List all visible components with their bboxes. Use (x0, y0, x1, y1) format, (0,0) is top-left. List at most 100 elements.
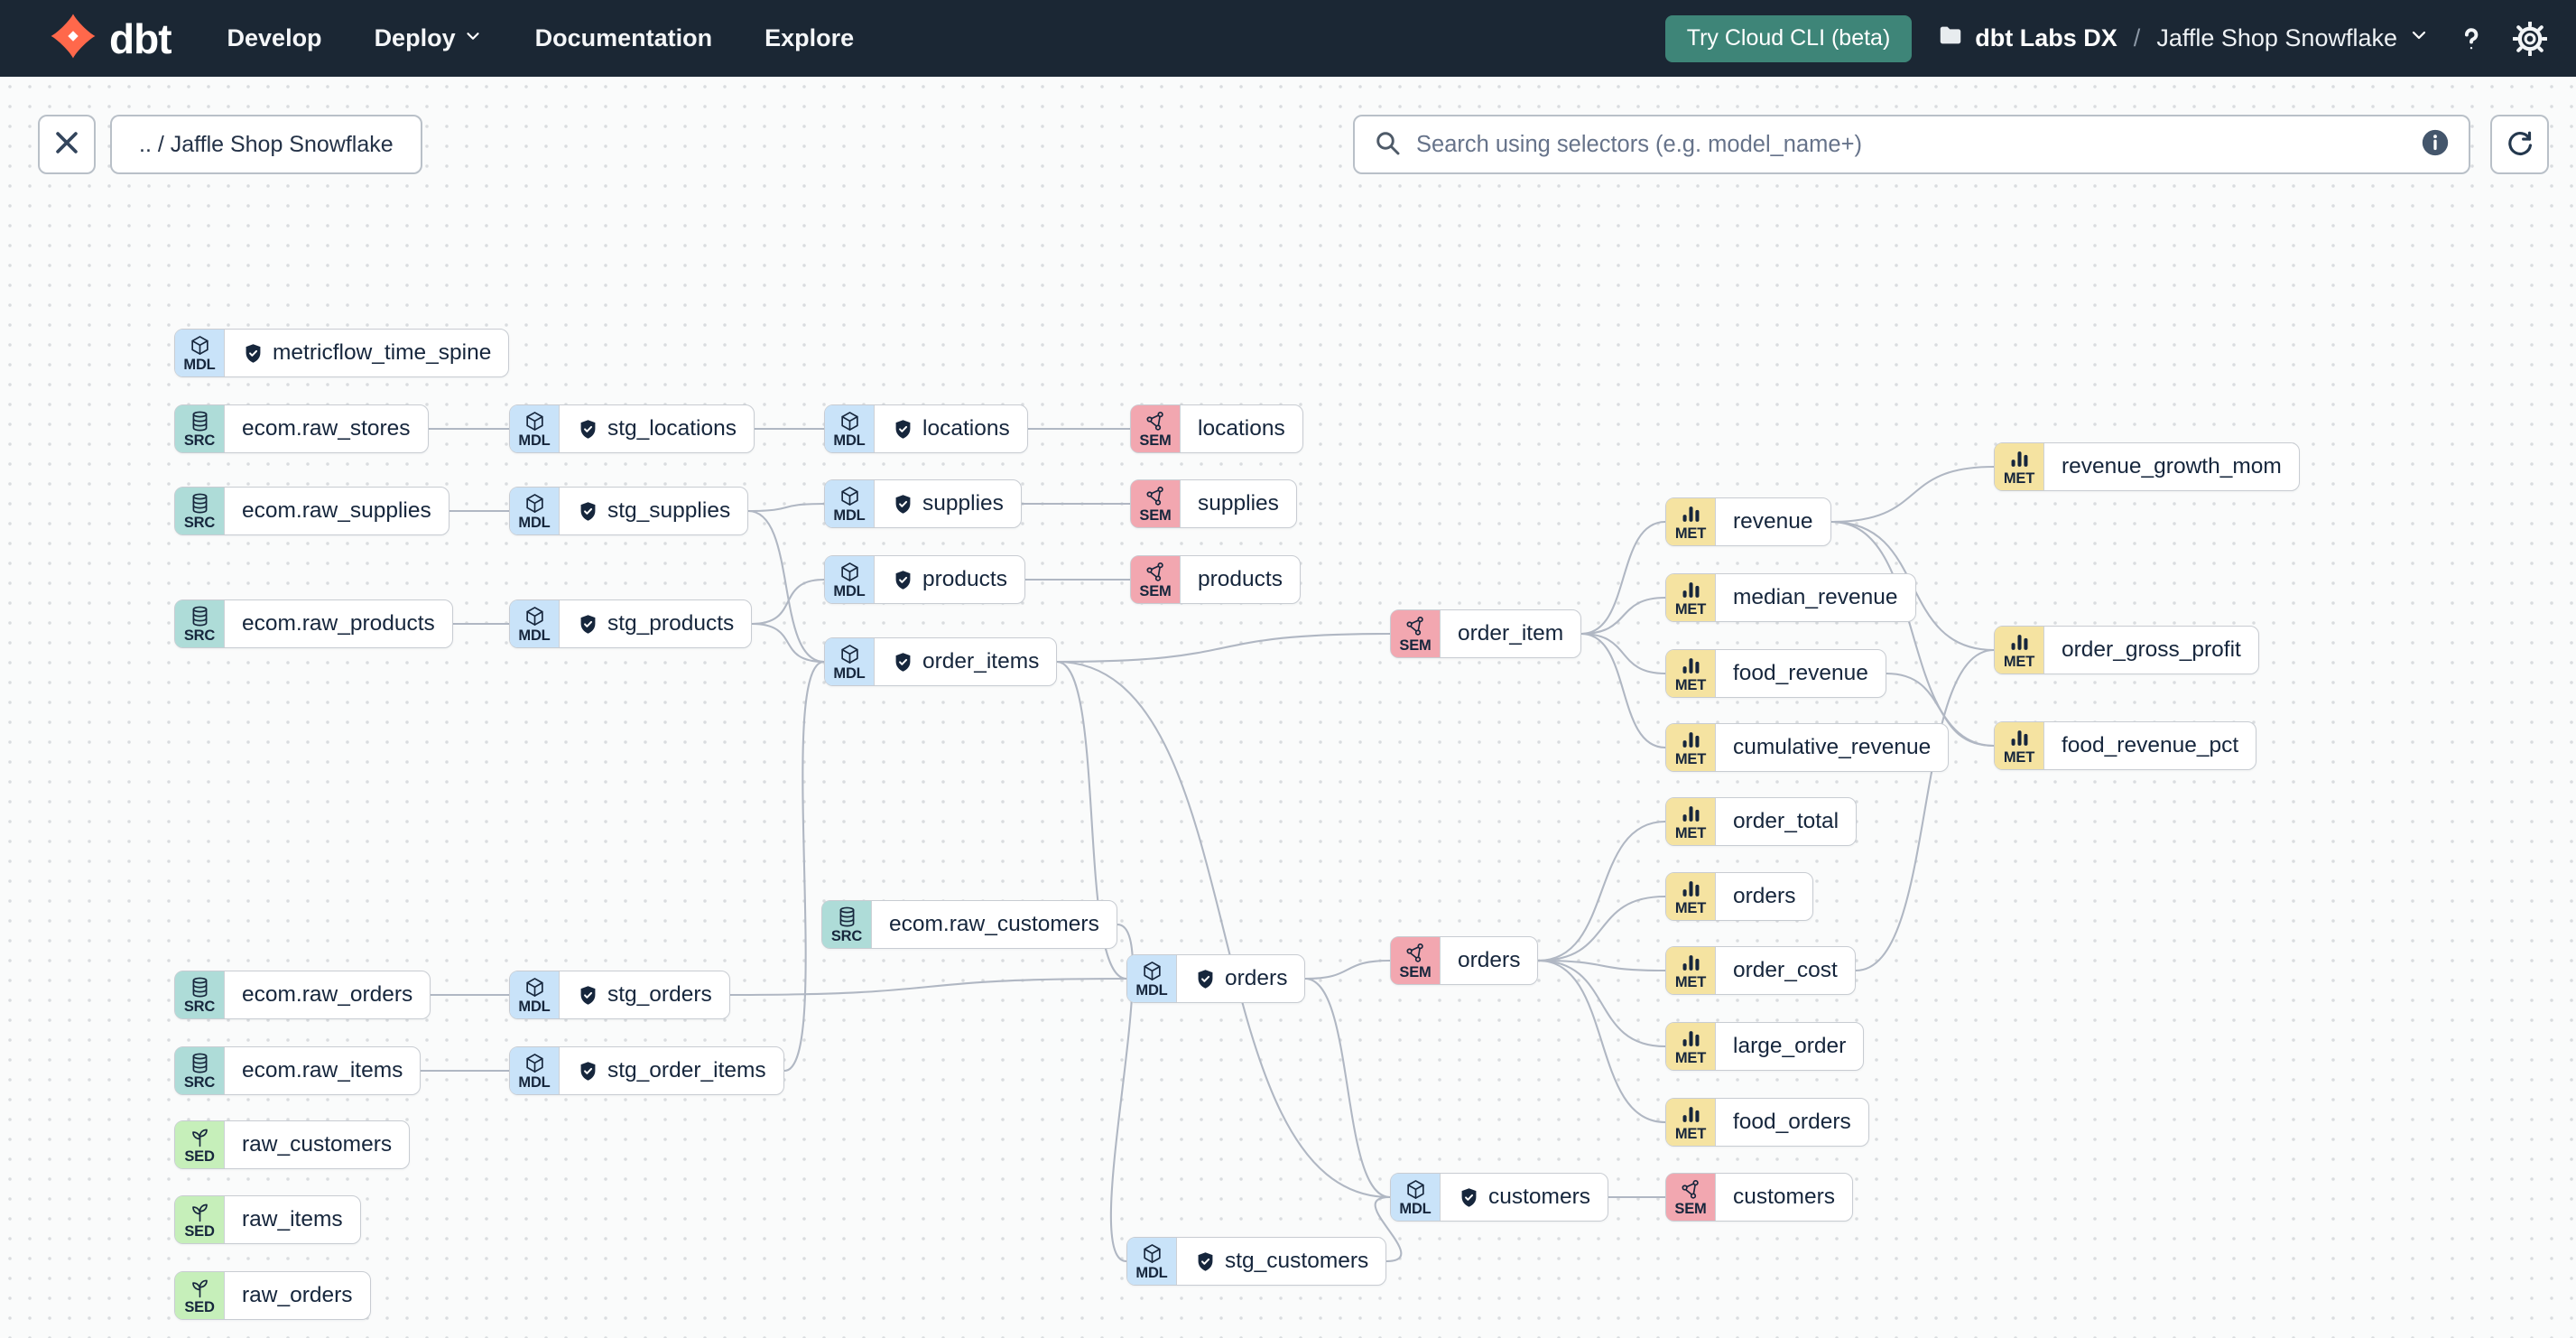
nav-item-explore[interactable]: Explore (764, 24, 855, 51)
lineage-edge (1537, 959, 1666, 972)
close-lineage-button[interactable] (38, 115, 96, 174)
close-icon (51, 127, 82, 163)
node-type-label: MET (2003, 653, 2035, 670)
gear-icon[interactable] (2513, 21, 2547, 56)
node-name-text: raw_customers (242, 1132, 393, 1157)
node-raw_customers[interactable]: SED raw_customers (174, 1120, 411, 1169)
node-median_revenue[interactable]: MET median_revenue (1665, 573, 1916, 622)
node-name-text: stg_locations (607, 416, 737, 441)
nav-item-deploy[interactable]: Deploy (375, 24, 483, 52)
node-label: ecom.raw_orders (225, 971, 430, 1018)
src-type-badge: SRC (175, 600, 225, 647)
mdl-type-badge: MDL (510, 971, 560, 1018)
lineage-edge (1537, 820, 1666, 962)
source-icon (189, 492, 211, 515)
node-name-text: order_total (1733, 809, 1839, 833)
node-stg_locations[interactable]: MDL stg_locations (509, 404, 755, 453)
account-project-selector[interactable]: dbt Labs DX / Jaffle Shop Snowflake (1937, 22, 2430, 55)
node-label: metricflow_time_spine (225, 330, 508, 376)
nav-item-develop[interactable]: Develop (227, 24, 322, 51)
node-type-label: SEM (1139, 506, 1172, 524)
selector-search (1353, 115, 2470, 174)
dbt-logo[interactable]: dbt (50, 13, 172, 64)
node-type-label: MDL (518, 432, 551, 449)
node-name-text: locations (922, 416, 1010, 441)
node-name-text: revenue (1733, 509, 1813, 534)
metric-icon (1680, 1027, 1702, 1050)
src-type-badge: SRC (175, 971, 225, 1018)
lineage-edges (421, 427, 1995, 1263)
node-name-text: raw_orders (242, 1283, 353, 1307)
breadcrumb[interactable]: .. / Jaffle Shop Snowflake (110, 115, 422, 174)
sed-type-badge: SED (175, 1196, 225, 1243)
semantic-model-icon (1680, 1178, 1702, 1201)
info-icon[interactable] (2420, 127, 2451, 163)
node-label: products (1181, 556, 1300, 603)
node-type-label: MDL (1399, 1200, 1432, 1217)
node-name-text: stg_customers (1225, 1249, 1369, 1273)
source-icon (836, 906, 858, 928)
node-label: locations (875, 405, 1027, 452)
dbt-wordmark: dbt (109, 14, 172, 62)
node-orders_mdl[interactable]: MDL orders (1126, 954, 1306, 1003)
node-name-text: metricflow_time_spine (273, 340, 492, 365)
node-type-label: SED (184, 1148, 215, 1165)
node-name-text: orders (1225, 966, 1288, 990)
node-type-label: SEM (1399, 636, 1432, 654)
met-type-badge: MET (1666, 798, 1716, 845)
mdl-type-badge: MDL (1127, 1238, 1177, 1285)
node-stg_customers[interactable]: MDL stg_customers (1126, 1237, 1387, 1286)
sed-type-badge: SED (175, 1121, 225, 1168)
semantic-model-icon (1144, 410, 1167, 432)
node-label: median_revenue (1716, 574, 1915, 621)
nav-item-documentation[interactable]: Documentation (534, 24, 713, 51)
node-label: products (875, 556, 1024, 603)
node-type-label: MET (1674, 525, 1707, 542)
node-revenue[interactable]: MET revenue (1665, 497, 1831, 546)
met-type-badge: MET (1666, 1023, 1716, 1070)
refresh-lineage-button[interactable] (2490, 115, 2549, 174)
node-type-label: MDL (1135, 981, 1168, 999)
src-type-badge: SRC (175, 1047, 225, 1094)
node-order_total[interactable]: MET order_total (1665, 797, 1858, 846)
search-input[interactable] (1414, 130, 2407, 159)
metric-icon (1680, 579, 1702, 601)
try-cloud-cli-button[interactable]: Try Cloud CLI (beta) (1664, 14, 1913, 62)
node-type-label: MET (1674, 600, 1707, 618)
help-icon[interactable] (2455, 23, 2488, 55)
